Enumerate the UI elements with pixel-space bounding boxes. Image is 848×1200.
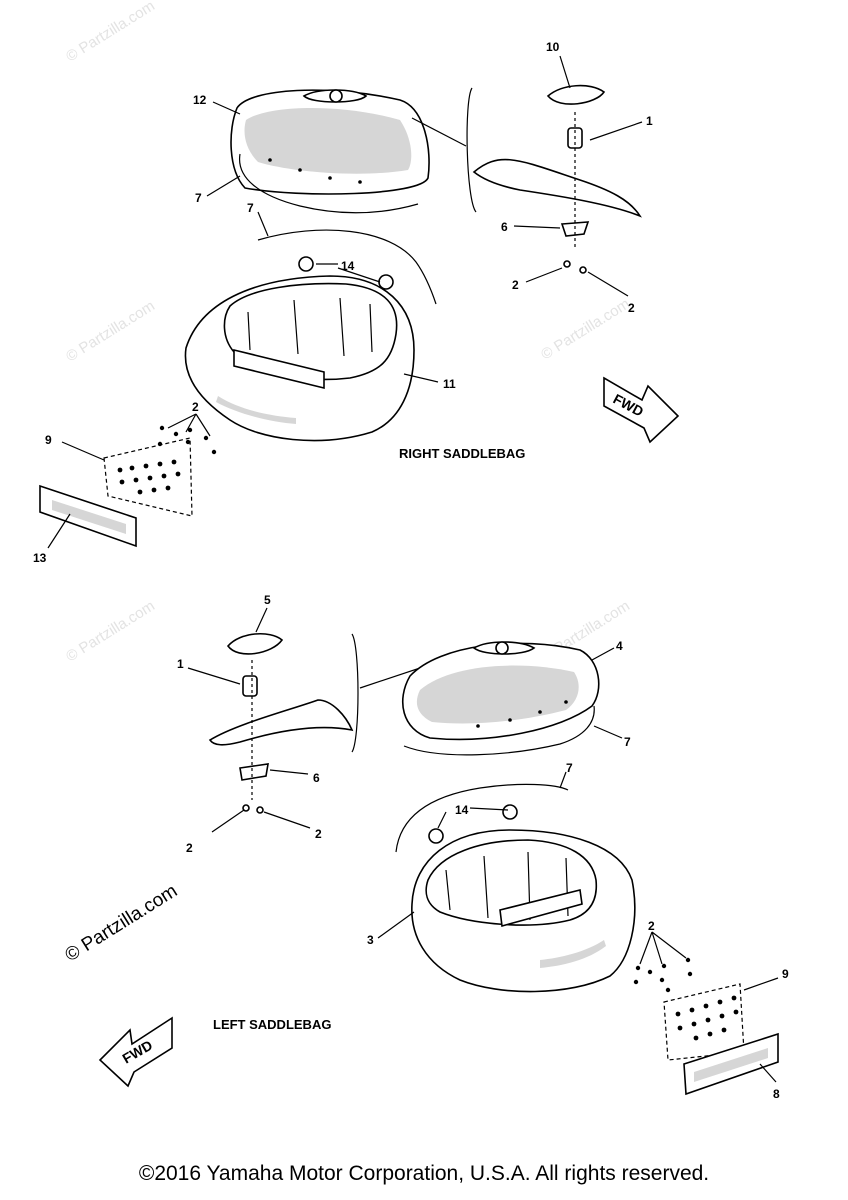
callout-6-right: 6 <box>501 220 508 234</box>
callout-1-right: 1 <box>646 114 653 128</box>
callout-10: 10 <box>546 40 560 54</box>
right-leaders <box>47 55 643 549</box>
left-body-seal <box>395 783 569 853</box>
callout-2-right-c: 2 <box>192 400 199 414</box>
right-lid <box>230 89 430 195</box>
right-fwd-arrow: FWD <box>603 376 680 444</box>
left-saddlebag-group: FWD LEFT SADDLEBAG <box>98 632 779 1096</box>
watermark-dark: © Partzilla.com <box>62 881 182 967</box>
callout-2-right-a: 2 <box>512 278 519 292</box>
left-fwd-arrow: FWD <box>98 1016 173 1088</box>
watermark-1: © Partzilla.com <box>63 0 158 65</box>
watermark-3: © Partzilla.com <box>538 295 633 363</box>
right-body <box>184 275 415 442</box>
right-body-seal <box>257 229 437 305</box>
left-bolt-a <box>242 804 250 812</box>
callout-9-right: 9 <box>45 433 52 447</box>
callout-11: 11 <box>443 377 456 391</box>
left-rail <box>208 699 354 746</box>
callout-2-left-c: 2 <box>648 919 655 933</box>
watermark-4: © Partzilla.com <box>63 597 158 665</box>
callout-5: 5 <box>264 593 271 607</box>
callout-4: 4 <box>616 639 623 653</box>
right-bracket-brace <box>466 87 477 213</box>
right-lid-seal <box>239 153 419 214</box>
left-reflector-set-box <box>663 983 745 1061</box>
copyright-footer: ©2016 Yamaha Motor Corporation, U.S.A. A… <box>138 1162 710 1185</box>
right-bolt-b <box>579 266 587 274</box>
callout-14-right: 14 <box>341 259 355 273</box>
right-rail <box>472 158 642 218</box>
left-leaders <box>187 607 779 1083</box>
right-saddlebag-group: FWD RIGHT SADDLEBAG <box>39 84 680 548</box>
callout-9-left: 9 <box>782 967 789 981</box>
callout-7-left-strip: 7 <box>566 761 573 775</box>
left-plate-6 <box>239 763 269 781</box>
left-cover-5 <box>226 632 284 655</box>
left-cap-left <box>428 828 444 844</box>
callout-13: 13 <box>33 551 47 565</box>
callout-7-right-lid: 7 <box>195 191 202 205</box>
callout-6-left: 6 <box>313 771 320 785</box>
left-screws-9 <box>675 995 739 1041</box>
callout-7-right-strip: 7 <box>247 201 254 215</box>
callout-3: 3 <box>367 933 374 947</box>
callout-2-left-b: 2 <box>315 827 322 841</box>
callout-12: 12 <box>193 93 207 107</box>
right-screws-2 <box>157 425 217 455</box>
left-screws-2 <box>633 957 693 993</box>
right-screws-9 <box>117 459 181 495</box>
right-cap-right <box>378 274 394 290</box>
callout-8: 8 <box>773 1087 780 1101</box>
left-cap-right <box>502 804 518 820</box>
left-saddlebag-label: LEFT SADDLEBAG <box>213 1017 331 1032</box>
right-bolt-a <box>563 260 571 268</box>
left-lid-seal <box>403 705 595 756</box>
left-bracket-brace <box>351 633 359 753</box>
right-cover-10 <box>546 84 606 105</box>
callout-1-left: 1 <box>177 657 184 671</box>
callout-14-left: 14 <box>455 803 469 817</box>
left-latch-1 <box>242 675 258 697</box>
left-lid <box>402 641 600 741</box>
right-saddlebag-label: RIGHT SADDLEBAG <box>399 446 525 461</box>
left-body <box>411 829 636 993</box>
right-cap-left <box>298 256 314 272</box>
callout-2-left-a: 2 <box>186 841 193 855</box>
left-bolt-b <box>256 806 264 814</box>
right-lid-leader <box>411 117 467 147</box>
right-callouts: 12 7 7 14 11 10 1 6 2 2 2 9 13 <box>33 40 653 565</box>
left-callouts: 5 1 6 2 2 4 7 7 14 3 2 9 8 <box>177 593 789 1101</box>
watermark-2: © Partzilla.com <box>63 297 158 365</box>
callout-7-left-lid: 7 <box>624 735 631 749</box>
callout-2-right-b: 2 <box>628 301 635 315</box>
